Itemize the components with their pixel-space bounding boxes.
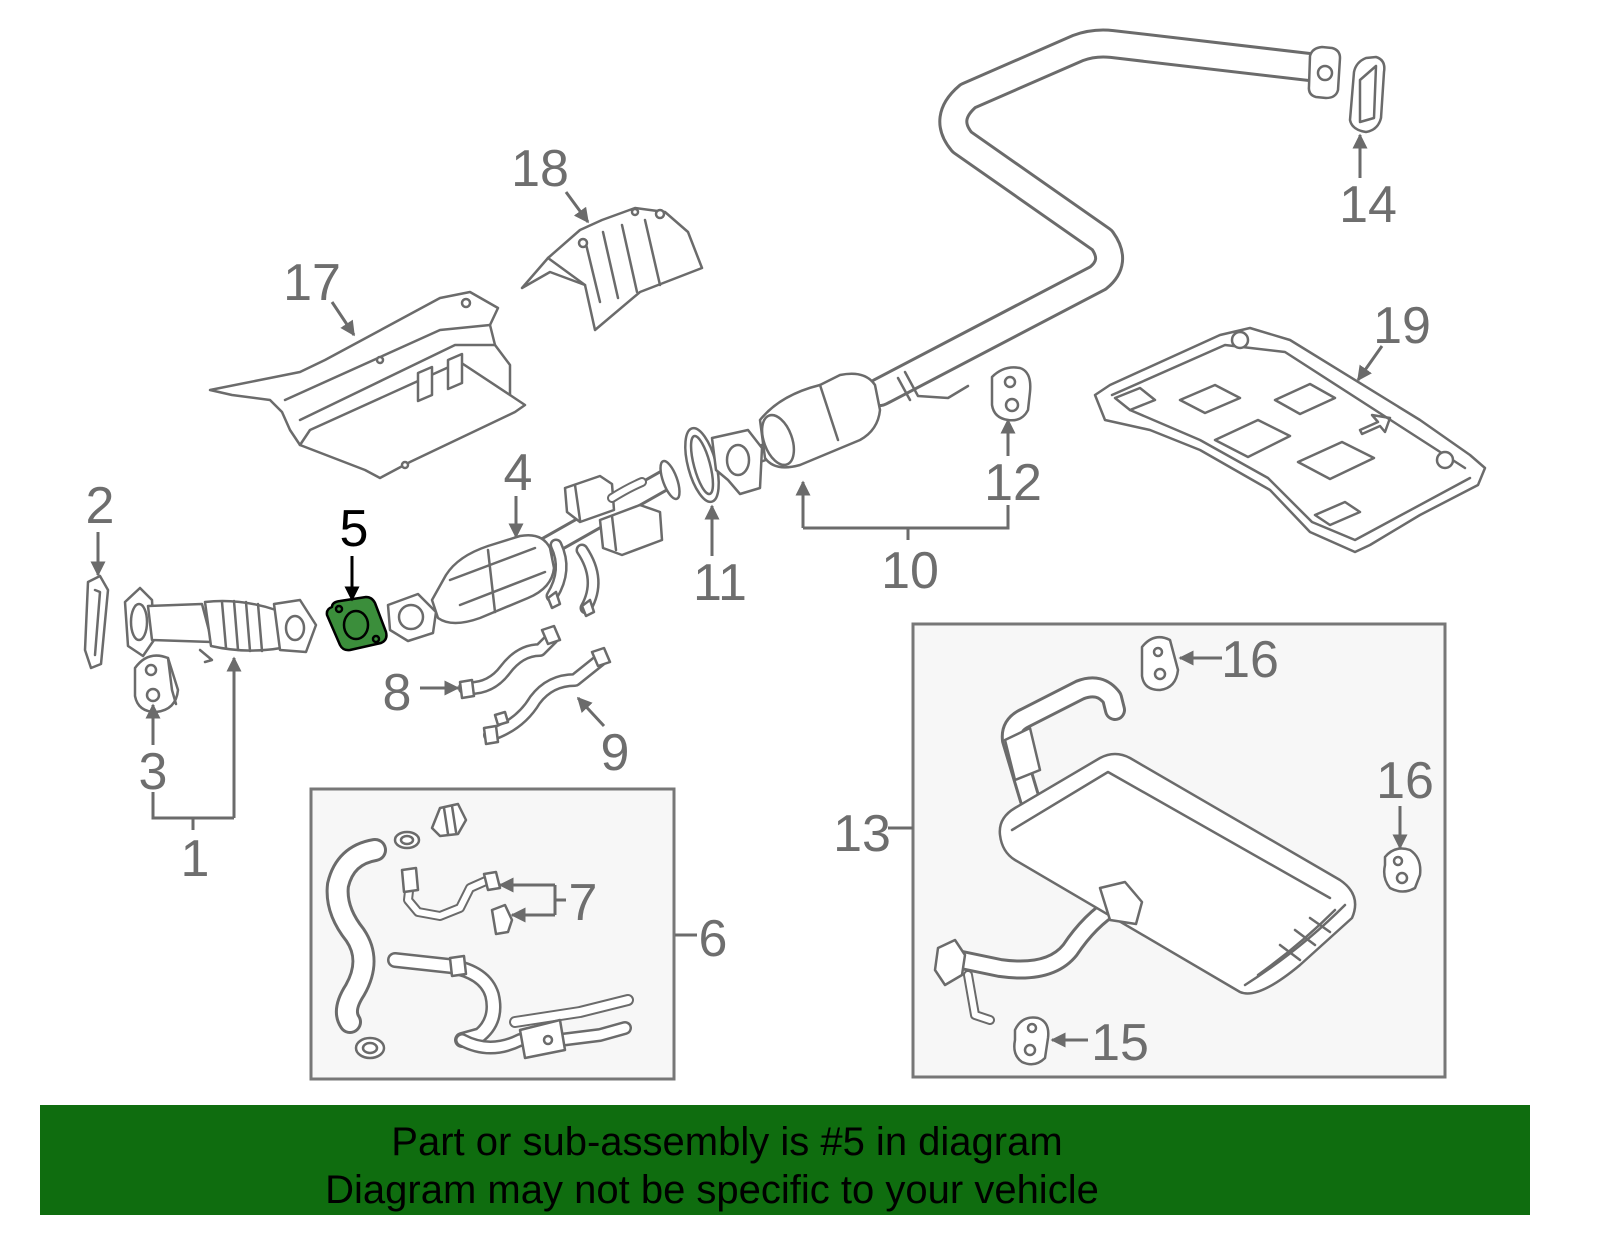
part-7-drawing [400,866,514,936]
part-9-drawing [482,646,612,746]
part-11-drawing [684,426,720,504]
callout-label-16-right: 16 [1376,752,1434,810]
part-19-drawing [1093,326,1487,554]
part-4-drawing [386,459,681,643]
part-18-drawing [520,206,704,332]
callout-label-3: 3 [139,743,168,801]
callout-label-1: 1 [181,830,210,888]
part-5-highlighted-drawing [325,595,388,652]
info-banner: Part or sub-assembly is #5 in diagram Di… [40,1105,1530,1215]
part-10-pipe-drawing [865,28,1342,407]
callout-label-14: 14 [1339,176,1397,234]
part-15-drawing [1013,1016,1050,1066]
callout-label-5-highlighted: 5 [340,500,369,558]
part-6-drawing [325,802,634,1060]
callout-label-7: 7 [569,874,598,932]
banner-background [40,1105,1530,1215]
callout-label-15: 15 [1091,1014,1149,1072]
callout-label-13: 13 [833,805,891,863]
part-1-drawing [123,586,318,664]
part-12-drawing [990,366,1032,422]
callout-labels: 18 14 17 19 2 5 4 12 11 10 8 16 9 3 1 16… [86,140,1434,1072]
leader-lines [90,133,1408,1048]
part-16-top-drawing [1140,635,1180,692]
callout-label-18: 18 [511,140,569,198]
callout-label-2: 2 [86,477,115,535]
banner-line-1: Part or sub-assembly is #5 in diagram [391,1120,1062,1164]
callout-label-11: 11 [693,554,747,612]
callout-label-12: 12 [984,454,1042,512]
part-8-drawing [458,624,562,700]
part-17-drawing [208,290,527,480]
part-14-drawing [1348,55,1386,134]
part-2-drawing [83,574,110,670]
callout-label-16-top: 16 [1221,631,1279,689]
callout-label-8: 8 [383,664,412,722]
callout-label-4: 4 [504,444,533,502]
banner-line-2: Diagram may not be specific to your vehi… [325,1168,1099,1212]
callout-label-6: 6 [699,910,728,968]
part-10-resonator-drawing [710,372,882,496]
callout-label-19: 19 [1373,297,1431,355]
callout-label-9: 9 [601,724,630,782]
part-3-drawing [133,654,180,714]
part-16-right-drawing [1382,847,1422,893]
callout-label-10: 10 [881,542,939,600]
callout-label-17: 17 [283,254,341,312]
part-13-drawing [933,676,1357,1025]
